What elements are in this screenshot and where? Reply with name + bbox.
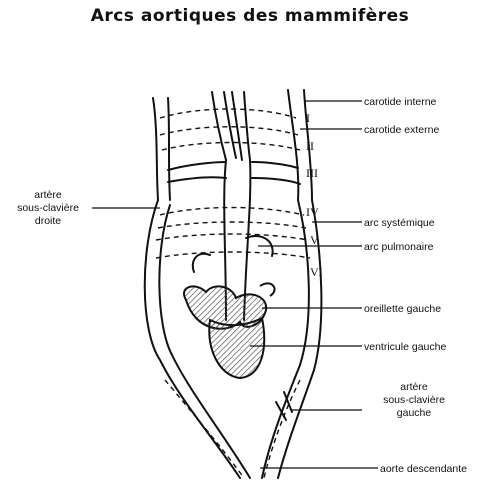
arch-two-dashed [159, 126, 301, 151]
arch-label-3: III [306, 166, 318, 180]
label-sous-claviere-gauche-2: sous-clavière [383, 394, 445, 406]
pulmonary-arc [191, 235, 274, 273]
left-subclavian-stub [275, 391, 293, 421]
heart [183, 282, 276, 380]
label-arc-systemique: arc systémique [364, 217, 435, 229]
lower-envelope-dashed [164, 379, 301, 479]
arch-three-connection [167, 161, 301, 185]
arch-label-6: VI [310, 265, 323, 279]
arch-label-5: V [310, 233, 319, 247]
systemic-envelope-left [143, 199, 251, 479]
inner-carotid-left [211, 91, 237, 161]
arch-label-1: I [306, 111, 310, 125]
left-atrium-tip [259, 282, 276, 297]
label-aorte-descendante: aorte descendante [380, 463, 467, 475]
label-sous-claviere-droite-1: artère [34, 189, 62, 201]
arch-four-dashed [157, 206, 307, 229]
label-oreillette-gauche: oreillette gauche [364, 303, 441, 315]
label-carotide-externe: carotide externe [364, 124, 439, 136]
arch-six-dashed [155, 251, 311, 259]
label-sous-claviere-gauche-1: artère [400, 381, 428, 393]
label-carotide-interne: carotide interne [364, 96, 437, 108]
label-ventricule-gauche: ventricule gauche [364, 341, 446, 353]
diagram-title: Arcs aortiques des mammifères [90, 6, 410, 26]
heart-ventricle [208, 316, 266, 380]
label-sous-claviere-droite-3: droite [35, 215, 61, 227]
label-arc-pulmonaire: arc pulmonaire [364, 241, 434, 253]
label-sous-claviere-droite-2: sous-clavière [17, 202, 79, 214]
inner-carotid-right [231, 91, 251, 161]
left-carotid-vessel [152, 97, 171, 201]
label-sous-claviere-gauche-3: gauche [397, 407, 432, 419]
arch-label-4: IV [306, 205, 319, 219]
arch-label-2: II [306, 139, 314, 153]
arch-five-dashed [155, 233, 309, 241]
